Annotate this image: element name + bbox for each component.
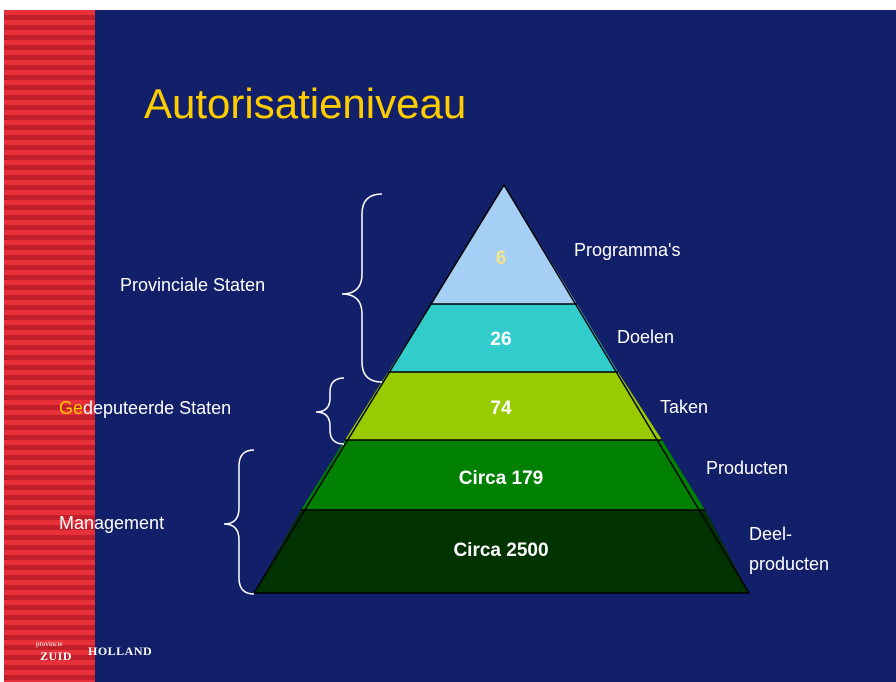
level-value-programmas: 6: [496, 248, 507, 269]
group-label-gedeputeerde-staten: Gedeputeerde Staten: [59, 398, 231, 418]
brace-provinciale-staten: [341, 193, 383, 383]
pyramid-level-doelen: [388, 304, 618, 372]
group-label-rest: deputeerde Staten: [83, 398, 231, 418]
level-value-taken: 74: [490, 398, 512, 419]
pyramid-level-producten: [301, 440, 705, 510]
level-value-doelen: 26: [490, 329, 511, 350]
level-label-taken: Taken: [660, 397, 708, 417]
slide-title: Autorisatieniveau: [144, 80, 467, 127]
pyramid-level-taken: [345, 372, 662, 440]
level-label-producten: Producten: [706, 458, 788, 478]
brace-gedeputeerde-staten: [315, 377, 345, 445]
slide: Autorisatieniveau 6 26 74 Circa 179 Circ…: [4, 10, 896, 682]
level-value-deelproducten: Circa 2500: [453, 540, 548, 561]
level-label-deelproducten-line1: Deel-: [749, 524, 792, 544]
logo-zuid-text: ZUID: [40, 649, 73, 663]
group-label-provinciale-staten: Provinciale Staten: [120, 275, 265, 295]
level-value-producten: Circa 179: [459, 468, 544, 489]
group-label-management: Management: [59, 513, 164, 533]
group-label-prefix: Ge: [59, 398, 83, 418]
pyramid-level-deelproducten: [254, 510, 749, 593]
level-label-doelen: Doelen: [617, 327, 674, 347]
red-striped-sidebar: [4, 10, 95, 682]
authorization-pyramid: 6 26 74 Circa 179 Circa 2500 Programma's…: [59, 183, 829, 595]
logo-holland-text: HOLLAND: [88, 644, 153, 658]
brace-management: [223, 449, 255, 595]
level-label-programmas: Programma's: [574, 240, 680, 260]
level-label-deelproducten-line2: producten: [749, 554, 829, 574]
pyramid-outline: [252, 183, 751, 594]
logo-provincie-text: provincie: [36, 640, 63, 648]
pyramid-level-programmas: [431, 185, 577, 304]
